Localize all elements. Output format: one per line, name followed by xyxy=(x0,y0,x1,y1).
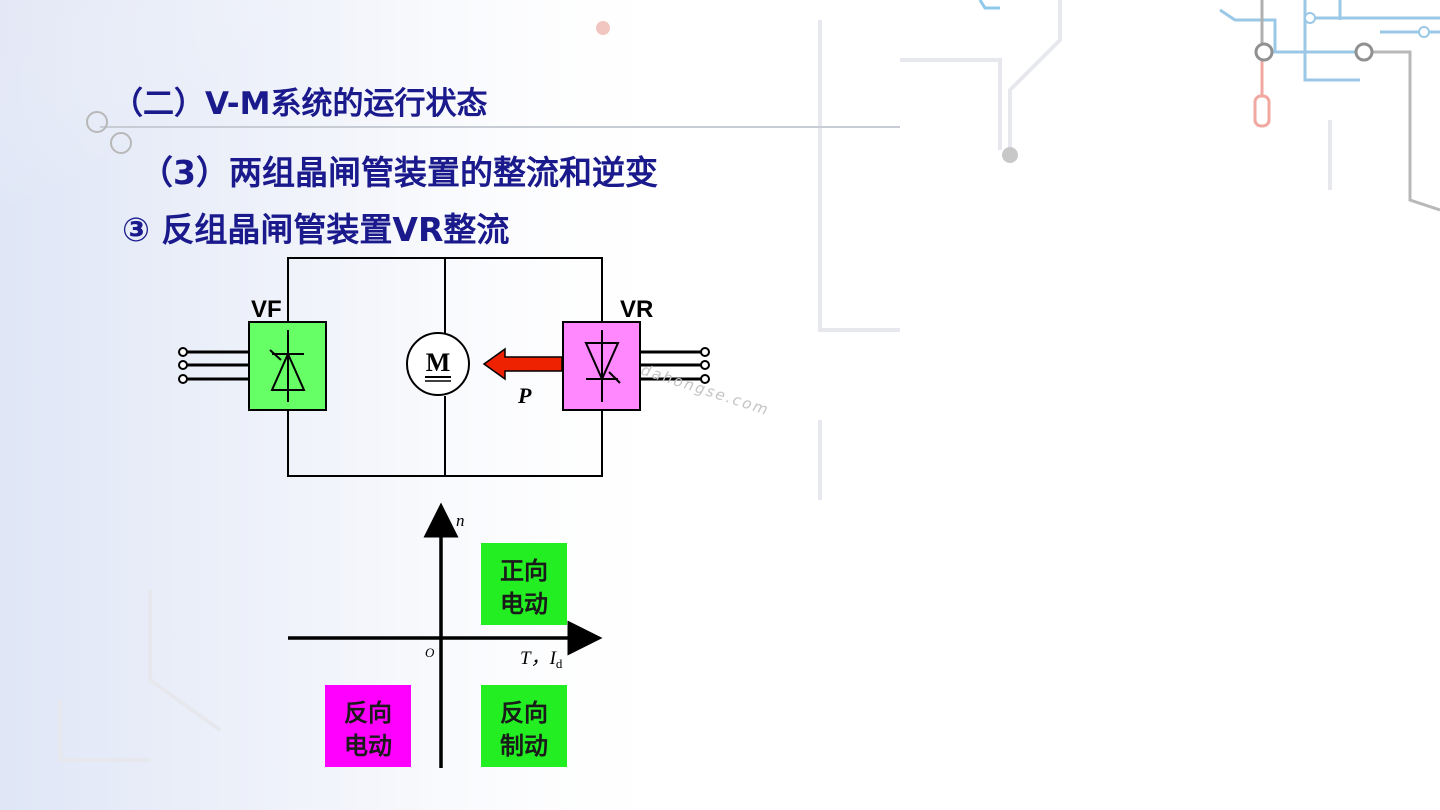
thyristor-symbol-vr xyxy=(584,330,621,402)
thyristor-symbol-vf xyxy=(269,330,306,402)
quadrant-4-box: 反向 制动 xyxy=(481,685,567,767)
svg-text:制动: 制动 xyxy=(500,731,548,760)
svg-text:电动: 电动 xyxy=(500,589,548,618)
slide-item: ③ 反组晶闸管装置VR整流 xyxy=(122,210,510,249)
power-flow-arrow: P xyxy=(482,347,563,408)
vr-converter: VR xyxy=(562,296,710,411)
slide-subtitle: （3）两组晶闸管装置的整流和逆变 xyxy=(140,153,658,192)
vf-label: VF xyxy=(251,296,282,323)
svg-text:电动: 电动 xyxy=(344,731,392,760)
power-label: P xyxy=(517,383,532,408)
quadrant-axes xyxy=(288,502,603,768)
t-axis-label: T，Id xyxy=(520,648,563,671)
motor-label: M xyxy=(426,348,451,377)
svg-text:反向: 反向 xyxy=(500,698,548,727)
n-axis-label: n xyxy=(456,511,465,530)
svg-text:反向: 反向 xyxy=(344,698,392,727)
vf-converter: VF xyxy=(178,296,327,411)
quadrant-3-box: 反向 电动 xyxy=(325,685,411,767)
svg-text:正向: 正向 xyxy=(500,556,548,585)
motor: M xyxy=(406,332,470,396)
vr-label: VR xyxy=(620,296,653,323)
slide-title: （二）V-M系统的运行状态 xyxy=(112,86,488,122)
quadrant-1-box: 正向 电动 xyxy=(481,543,567,625)
origin-label: O xyxy=(425,645,435,660)
